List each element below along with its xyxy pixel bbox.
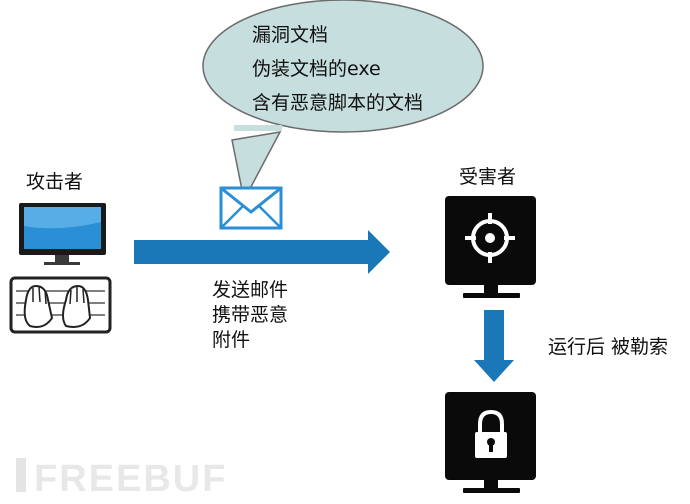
attacker-label: 攻击者 <box>26 171 84 193</box>
send-line-1: 发送邮件 <box>212 279 289 301</box>
desktop-monitor-icon <box>19 203 106 265</box>
bubble-line-2: 伪装文档的exe <box>252 58 381 80</box>
bubble-line-1: 漏洞文档 <box>252 24 329 46</box>
keyboard-with-hands-icon <box>9 276 112 334</box>
crosshair-monitor-icon <box>445 196 536 298</box>
result-arrow <box>474 310 514 382</box>
envelope-icon <box>219 186 283 230</box>
send-line-3: 附件 <box>212 329 251 351</box>
bubble-line-3: 含有恶意脚本的文档 <box>252 92 424 114</box>
victim-label: 受害者 <box>459 166 517 188</box>
padlock-monitor-icon <box>445 392 536 493</box>
speech-bubble <box>202 0 484 203</box>
send-line-2: 携带恶意 <box>212 304 289 326</box>
svg-text:FREEBUF: FREEBUF <box>34 458 227 500</box>
result-label: 运行后 被勒索 <box>548 336 669 358</box>
send-arrow <box>134 230 390 274</box>
freebuf-watermark: FREEBUF <box>16 458 227 500</box>
